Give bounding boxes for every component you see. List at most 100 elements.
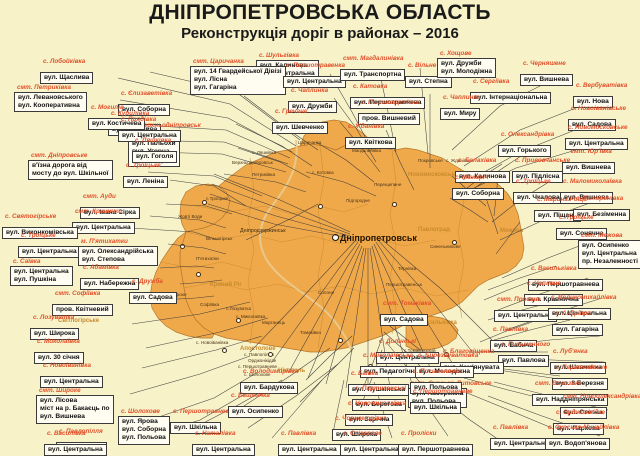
callout-place-name: с. Шолохове (121, 408, 160, 415)
callout-street-box: вул. Центральна (44, 444, 107, 456)
map-label-marhanets: Марганець (262, 320, 286, 325)
callout-street: вул. Шкільна (414, 404, 457, 411)
callout-street: вул. Виконкомівська (6, 229, 74, 236)
callout-street: вул. Транспортна (344, 71, 402, 78)
callout-street-box: вул. Леніна (123, 176, 169, 189)
callout-street-box: вул. Вишнева (560, 192, 613, 205)
map-label-lozuvatka-pt: с.Лозуватка (226, 306, 252, 311)
callout-street-box: вул. Широка (30, 328, 80, 341)
callout-street: вул. Молодіжна (419, 368, 471, 375)
callout-street-box: вул. Першотравнева (350, 97, 426, 110)
callout-place-name: с. Катеринівка (576, 195, 624, 202)
callout-street: вул. Чкалова (517, 194, 560, 201)
map-label-synelnykove: Синельникове (430, 244, 461, 249)
callout-street: вул. Центральна (260, 70, 315, 78)
callout-street-box: вул. Центральна (278, 444, 341, 456)
callout-street-box: вул. Першотравнева (398, 444, 474, 456)
callout-place-name: смт. Межова (581, 232, 623, 239)
map-city-sviatohirske: Світлогірське (58, 318, 100, 324)
callout-street-box: вул. 30 січня (34, 352, 84, 365)
callout-street-box: вул. Центральна (376, 352, 439, 365)
callout-street: вул. Польова (412, 398, 463, 406)
callout-street-box: вул. Степна (405, 76, 452, 89)
callout-street-box: вул. Вишнева (520, 74, 573, 87)
callout-street-box: вул. Вишнева (562, 162, 615, 175)
page-title-block: ДНІПРОПЕТРОВСЬКА ОБЛАСТЬ Реконструкція д… (0, 1, 640, 43)
callout-place-name: смт. Софіївка (55, 290, 101, 297)
callout-street-box: вул. Павлова (498, 355, 550, 368)
callout-street: вул. Олександрійська (82, 248, 154, 255)
callout-street: вул. Квіткова (349, 139, 393, 146)
callout-place-name: смт. Магдалинівка (343, 55, 404, 62)
callout-place-name: с. Новомосковське (568, 124, 628, 131)
callout-street: вул. Піщана (538, 212, 577, 219)
callout-street: вул. Центральна (282, 446, 337, 453)
callout-place-name: с. Луб'янка (553, 348, 588, 355)
map-label-ordzhonikidze: Орджонікідзе (248, 358, 277, 363)
callout-street: вул. Центральна (569, 140, 624, 147)
map-city-mezhova: Межова (500, 228, 523, 234)
callout-street: вул. Шевченко (276, 124, 325, 131)
callout-street-box: вул. Виконкомівська (2, 227, 78, 240)
callout-street: вул. Центральна (344, 446, 399, 453)
callout-street-box: пров. Вишневий (358, 113, 420, 126)
callout-street-box: вул. Садова (129, 292, 177, 305)
page-subtitle: Реконструкція доріг в районах – 2016 (181, 25, 459, 43)
callout-street: вул. Педагогічна (364, 368, 419, 375)
callout-street-box: вул. Осипенко (228, 406, 284, 419)
callout-place-name: смт. Ауди (83, 193, 116, 200)
callout: с. Новомосковське вул. Центральна (565, 124, 628, 151)
callout-place-name: с. Баївка (351, 370, 379, 377)
map-city-apostolove: Апостолове (240, 346, 276, 352)
callout-place-name: смт. Царичанка (193, 58, 244, 65)
callout-street-box: вул. Садова (568, 119, 616, 132)
callout-street-box: вул. Центральна (490, 438, 553, 451)
callout-street-box: вул. Шкільна (170, 422, 221, 435)
callout-street: вул. Центральна (48, 446, 103, 453)
callout-street-box: вул. Центральна (283, 76, 346, 89)
callout-place-name: с. Проліски (401, 430, 437, 437)
map-label-sofiivka: Софіївка (200, 302, 220, 307)
callout-street: вул. Центральна (582, 250, 637, 258)
callout-place-name: с. Павлівка (493, 424, 529, 431)
callout-street-box: вул. Садова (380, 314, 428, 327)
callout-street: вул. Центральна (380, 354, 435, 361)
map-label-novoivanivka-pt: с. Новоіванівка (196, 340, 229, 345)
callout-street: міст на р. Бакаєць по (40, 405, 110, 413)
callout-place-name: с. Чорноморівка (335, 415, 387, 422)
callout-street-box: вул. Берегова (352, 399, 406, 412)
callout-street-box: вул. Центральна (340, 444, 403, 456)
callout-street-box: вул. Водоп'янова (545, 438, 611, 451)
callout-street: вул. Садова (572, 121, 612, 128)
callout-place-name: с. Прядівка (121, 116, 157, 123)
map-label-tsarychanka: Царичанка (298, 140, 322, 145)
